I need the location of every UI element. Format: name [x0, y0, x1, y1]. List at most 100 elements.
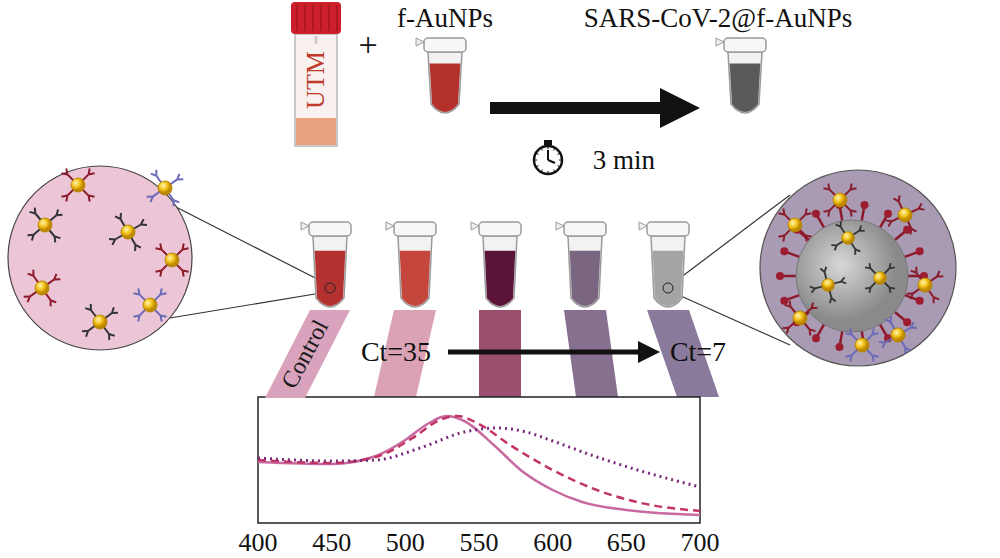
illustration-part — [916, 247, 924, 255]
illustration-part — [170, 292, 327, 318]
illustration-part — [724, 38, 766, 52]
illustration-part — [119, 223, 136, 240]
illustration-part — [312, 5, 314, 31]
illustration-part — [653, 251, 684, 306]
illustration-part — [296, 118, 336, 145]
illustration-part — [157, 180, 173, 196]
gold-nanoparticle — [830, 220, 865, 255]
gold-nanoparticle — [155, 243, 188, 276]
illustration-part — [548, 147, 549, 149]
gold-nanoparticle — [108, 212, 148, 252]
illustration-part — [810, 286, 815, 290]
reagent-tube — [416, 38, 466, 113]
illustration-part — [564, 222, 606, 236]
illustration-part — [879, 341, 885, 344]
illustration-part — [789, 301, 791, 307]
gold-nanoparticle — [865, 263, 895, 293]
illustration-part — [483, 236, 517, 307]
sample-tube — [556, 222, 606, 307]
illustration-part — [796, 220, 908, 332]
illustration-part — [778, 236, 784, 237]
illustration-part — [885, 219, 891, 222]
illustration-part — [730, 64, 761, 112]
illustration-part — [865, 287, 870, 290]
illustration-part — [851, 188, 857, 189]
illustration-part — [295, 34, 337, 146]
plus-sign: + — [358, 28, 377, 62]
illustration-part — [845, 356, 851, 357]
illustration-part — [542, 149, 543, 151]
illustration-part — [160, 243, 161, 249]
illustration-part — [917, 277, 933, 293]
illustration-part — [835, 343, 843, 351]
illustration-part — [811, 307, 817, 309]
illustration-part — [841, 281, 846, 285]
illustration-part — [776, 272, 784, 280]
illustration-part — [398, 236, 432, 307]
illustration-part — [786, 252, 799, 257]
illustration-part — [485, 251, 516, 306]
illustration-part — [904, 348, 907, 354]
illustration-part — [547, 150, 549, 160]
illustration-part — [905, 252, 918, 257]
illustration-part — [28, 234, 34, 236]
illustration-part — [535, 160, 537, 161]
gold-nanoparticle — [61, 168, 94, 201]
illustration-part — [54, 278, 60, 280]
illustration-part — [809, 329, 811, 335]
gold-nanoparticle — [845, 328, 878, 361]
illustration-part — [416, 38, 424, 46]
illustration-part — [915, 267, 917, 273]
illustration-part — [880, 324, 887, 336]
gold-nanoparticle — [823, 183, 856, 216]
illustration-part — [172, 205, 327, 284]
illustration-part — [911, 326, 917, 329]
illustration-part — [177, 178, 183, 180]
reagent-label: f-AuNPs — [397, 5, 493, 32]
illustration-part — [8, 166, 192, 350]
illustration-part — [155, 271, 161, 272]
illustration-part — [89, 196, 90, 202]
illustration-part — [841, 231, 856, 246]
illustration-part — [933, 297, 935, 303]
illustration-part — [544, 140, 552, 145]
process-arrow — [490, 88, 700, 128]
illustration-part — [780, 297, 788, 305]
illustration-part — [895, 231, 906, 240]
zoom-circle — [760, 170, 956, 366]
gold-nanoparticle — [782, 300, 818, 336]
zoom-circle — [8, 166, 192, 350]
illustration-part — [315, 251, 346, 306]
illustration-part — [112, 312, 118, 314]
illustration-part — [54, 236, 56, 242]
illustration-part — [903, 318, 911, 326]
axis-tick: 550 — [460, 530, 499, 556]
illustration-part — [895, 312, 906, 321]
illustration-part — [183, 248, 189, 249]
illustration-part — [320, 5, 322, 31]
gold-nanoparticle — [133, 288, 166, 321]
illustration-part — [556, 222, 564, 230]
illustration-part — [889, 316, 892, 322]
gold-nanoparticle — [906, 266, 944, 304]
illustration-part — [919, 208, 925, 211]
ct-label: Ct=7 — [670, 338, 726, 366]
gold-nanoparticle — [778, 208, 811, 241]
illustration-part — [92, 314, 108, 330]
illustration-part — [812, 334, 820, 342]
illustration-part — [840, 207, 842, 221]
gold-nanoparticle — [884, 194, 926, 236]
illustration-part — [37, 217, 52, 232]
illustration-part — [782, 275, 796, 278]
illustration-part — [862, 207, 864, 221]
illustration-part — [833, 193, 847, 207]
utm-vial: UTM — [287, 0, 345, 150]
illustration-part — [155, 170, 157, 176]
illustration-part — [336, 5, 338, 31]
illustration-part — [760, 170, 956, 366]
stopwatch-icon — [534, 140, 562, 174]
illustration-part — [916, 297, 924, 305]
illustration-part — [783, 327, 789, 329]
illustration-part — [638, 341, 660, 363]
